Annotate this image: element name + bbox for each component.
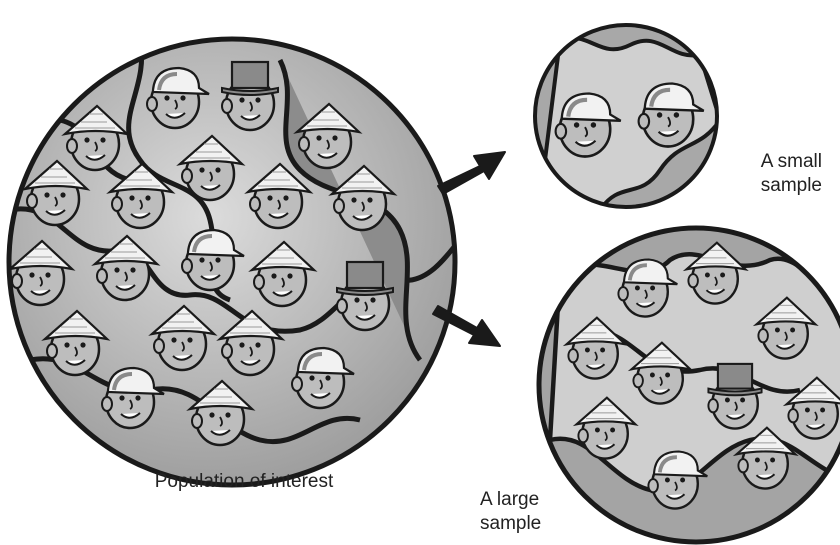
face-icon (647, 450, 708, 510)
face-icon (148, 304, 218, 372)
face-icon (637, 82, 705, 148)
face-icon (572, 396, 639, 460)
face-icon (554, 92, 622, 158)
face-icon (21, 159, 91, 227)
face-icon (752, 296, 819, 360)
face-icon (782, 376, 840, 440)
face-icon (617, 258, 678, 318)
small-sample-label: A small sample (718, 150, 822, 198)
arrow-up-right-icon (437, 151, 506, 195)
large-sample-label-line-2: sample (480, 513, 542, 534)
face-icon (248, 240, 318, 308)
small-sample-label-line-1: A small (760, 151, 822, 172)
large-sample-faces (562, 241, 840, 510)
face-icon (244, 162, 314, 230)
face-icon (732, 426, 799, 490)
face-icon (328, 164, 398, 232)
population-faces (9, 60, 398, 447)
face-icon (291, 346, 355, 410)
face-icon (682, 241, 749, 305)
large-sample-label: A large sample (480, 488, 560, 536)
face-icon (336, 260, 394, 332)
face-icon (146, 66, 210, 130)
population-label: Population of interest (154, 471, 334, 492)
face-icon (221, 60, 279, 132)
face-icon (101, 366, 165, 430)
face-icon (9, 239, 76, 307)
face-icon (106, 162, 176, 230)
face-icon (41, 309, 111, 377)
arrow-down-right-icon (432, 305, 501, 347)
face-icon (61, 104, 131, 172)
small-sample-label-line-2: sample (760, 175, 822, 196)
face-icon (627, 341, 694, 405)
small-sample-faces (554, 82, 705, 158)
face-icon (181, 228, 245, 292)
face-icon (562, 316, 629, 380)
large-sample-label-line-1: A large (480, 489, 540, 510)
face-icon (216, 309, 286, 377)
face-icon (176, 134, 246, 202)
face-icon (91, 234, 161, 302)
face-icon (707, 362, 763, 430)
face-icon (293, 102, 363, 170)
small-globe-icon (533, 23, 719, 209)
face-icon (186, 379, 256, 447)
